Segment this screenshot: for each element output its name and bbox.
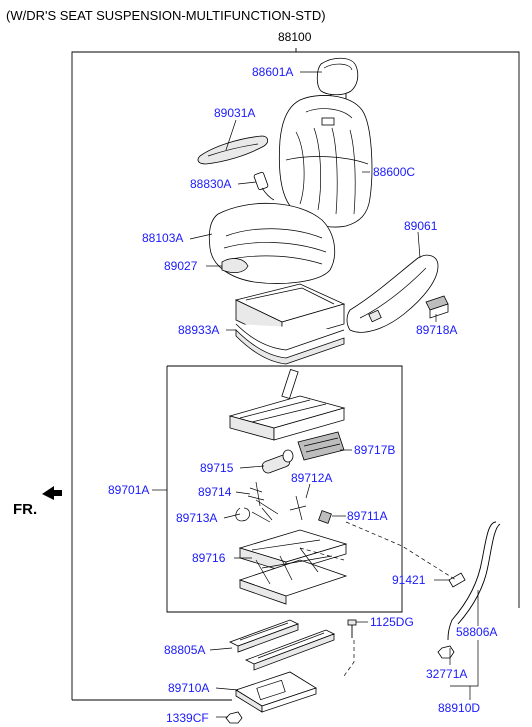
part-label-89715[interactable]: 89715: [200, 461, 234, 475]
seat-cushion-drawing: [208, 202, 336, 284]
part-label-89714[interactable]: 89714: [198, 485, 232, 499]
part-label-88600C[interactable]: 88600C: [373, 165, 415, 179]
part-label-1125DG[interactable]: 1125DG: [370, 615, 414, 629]
part-label-88100[interactable]: 88100: [278, 30, 312, 44]
base-plate-drawing: [235, 671, 317, 713]
part-label-88830A[interactable]: 88830A: [190, 177, 231, 191]
leader-lines: [189, 71, 479, 718]
part-label-89717B[interactable]: 89717B: [354, 443, 395, 457]
switch-drawing: [425, 295, 449, 319]
side-cover-drawing: [197, 135, 268, 165]
dashed-leaders: [299, 521, 457, 677]
part-label-1339CF[interactable]: 1339CF: [166, 711, 209, 725]
part-label-89718A[interactable]: 89718A: [416, 323, 457, 337]
part-label-91421[interactable]: 91421: [392, 573, 426, 587]
part-label-88601A[interactable]: 88601A: [252, 65, 293, 79]
assembly-frame: [71, 48, 520, 701]
part-label-89711A[interactable]: 89711A: [347, 509, 387, 523]
side-shield-drawing: [346, 254, 439, 333]
part-label-88103A[interactable]: 88103A: [142, 231, 183, 245]
part-label-32771A[interactable]: 32771A: [426, 667, 467, 681]
front-direction-indicator: FR.: [13, 486, 62, 518]
buckle-drawing: [253, 171, 275, 201]
part-label-88805A[interactable]: 88805A: [164, 643, 205, 657]
part-label-88910D[interactable]: 88910D: [438, 701, 480, 715]
part-label-89713A[interactable]: 89713A: [176, 511, 217, 525]
seat-back-drawing: [278, 95, 373, 228]
part-label-58806A[interactable]: 58806A: [456, 625, 497, 639]
part-label-89027[interactable]: 89027: [164, 259, 198, 273]
part-label-89031A[interactable]: 89031A: [214, 106, 255, 120]
part-label-88933A[interactable]: 88933A: [178, 323, 219, 337]
part-label-89701A[interactable]: 89701A: [108, 483, 149, 497]
nut-drawing: [225, 711, 243, 724]
part-label-89716[interactable]: 89716: [192, 551, 226, 565]
part-labels: 88100 88601A 89031A 88830A 88600C 88103A…: [108, 30, 497, 725]
front-direction-label: FR.: [13, 501, 37, 518]
part-label-89061[interactable]: 89061: [404, 219, 438, 233]
seat-pan-drawing: [234, 283, 346, 365]
part-label-89710A[interactable]: 89710A: [168, 681, 209, 695]
mechanism-drawing: [228, 368, 348, 605]
front-direction-arrow-icon: [42, 486, 62, 500]
bolt-drawing: [347, 619, 357, 638]
mechanism-frame: [166, 365, 403, 613]
diagram-title: (W/DR'S SEAT SUSPENSION-MULTIFUNCTION-ST…: [6, 8, 326, 23]
rails-drawing: [228, 619, 335, 671]
part-label-89712A[interactable]: 89712A: [291, 471, 332, 485]
